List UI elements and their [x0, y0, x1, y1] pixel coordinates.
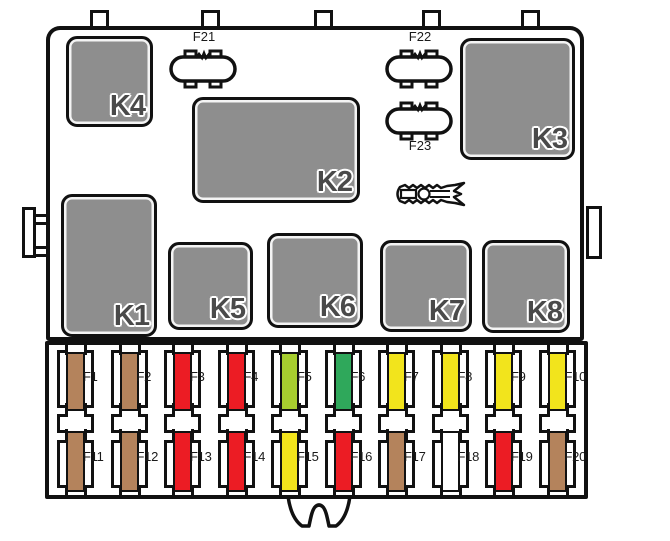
bottom-mounting-tab	[286, 495, 352, 528]
relay-label: K7	[428, 295, 465, 328]
relay-k8: K8	[482, 240, 570, 333]
fuse-column: F7 F17	[370, 345, 426, 495]
relay-label: K8	[526, 296, 563, 329]
fuse-label: F18	[457, 449, 480, 464]
fuse-label: F11	[83, 449, 104, 464]
relay-label: K2	[316, 166, 353, 199]
fuse-neck	[546, 345, 569, 355]
fuse-label: F8	[457, 369, 473, 384]
fuse-f13	[173, 431, 192, 492]
fuse-f17	[387, 431, 406, 492]
maxi-fuse-f21	[169, 49, 237, 89]
relay-k4: K4	[66, 36, 153, 127]
fuse-neck	[386, 345, 408, 355]
fuse-f9	[494, 352, 513, 411]
fuse-f19	[494, 431, 513, 492]
fuse-neck	[279, 345, 301, 355]
fuse-column: F10 F20	[531, 345, 587, 495]
fuse-column: F9 F19	[477, 345, 533, 495]
fuse-grid: F1 F11 F2 F12 F3 F13 F4 F14	[49, 345, 587, 495]
fuse-label: F16	[350, 449, 373, 464]
fuse-label: F17	[404, 449, 426, 464]
fuse-label: F20	[564, 449, 587, 464]
fuse-neck	[225, 345, 248, 355]
fuse-f5	[280, 352, 299, 411]
fuse-neck	[172, 345, 194, 355]
fuse-neck	[332, 345, 355, 355]
maxi-fuse-label-f23: F23	[408, 138, 432, 153]
fuse-f4	[226, 352, 246, 411]
relay-k2: K2	[192, 97, 360, 203]
relay-k5: K5	[168, 242, 253, 330]
maxi-fuse-label-f22: F22	[408, 29, 432, 44]
fuse-f12	[119, 431, 139, 492]
fuse-label: F1	[83, 369, 98, 384]
maxi-fuse-f23	[385, 101, 453, 141]
relay-label: K1	[113, 300, 150, 333]
fuse-label: F12	[136, 449, 159, 464]
fuse-f11	[66, 431, 85, 492]
fuse-label: F13	[190, 449, 212, 464]
fuse-column: F8 F18	[424, 345, 480, 495]
maxi-fuse-label-f21: F21	[192, 29, 216, 44]
fuse-f2	[119, 352, 139, 411]
fuse-neck	[65, 345, 87, 355]
fuse-column: F5 F15	[263, 345, 319, 495]
relay-label: K3	[531, 123, 568, 156]
relay-label: K4	[109, 90, 146, 123]
fuse-label: F15	[297, 449, 319, 464]
left-side-tab	[22, 207, 36, 258]
fuse-f15	[280, 431, 299, 492]
fuse-neck	[118, 345, 141, 355]
fuse-label: F6	[350, 369, 366, 384]
fuse-label: F19	[511, 449, 533, 464]
fuse-label: F3	[190, 369, 205, 384]
relay-k7: K7	[380, 240, 472, 332]
fuse-column: F4 F14	[210, 345, 266, 495]
fuse-column: F2 F12	[103, 345, 159, 495]
fuse-f7	[387, 352, 406, 411]
fuse-f6	[333, 352, 353, 411]
fuse-f3	[173, 352, 192, 411]
fuse-f14	[226, 431, 246, 492]
fuse-label: F10	[564, 369, 587, 384]
right-side-tab	[586, 206, 602, 259]
relay-k6: K6	[267, 233, 363, 328]
fuse-f8	[440, 352, 460, 411]
fuse-label: F5	[297, 369, 312, 384]
maxi-fuse-f22	[385, 49, 453, 89]
fuse-f16	[333, 431, 353, 492]
fuse-f20	[547, 431, 567, 492]
relay-k3: K3	[460, 38, 575, 160]
relay-label: K6	[319, 291, 356, 324]
fuse-column: F1 F11	[49, 345, 104, 495]
relay-label: K5	[209, 293, 246, 326]
relay-k1: K1	[61, 194, 157, 337]
fuse-label: F4	[243, 369, 259, 384]
fuse-f10	[547, 352, 567, 411]
fuse-label: F9	[511, 369, 526, 384]
fuse-column: F6 F16	[317, 345, 373, 495]
fuse-label: F7	[404, 369, 419, 384]
fuse-column: F3 F13	[156, 345, 212, 495]
fuse-label: F2	[136, 369, 152, 384]
fuse-puller-icon	[396, 181, 466, 207]
fuse-f1	[66, 352, 85, 411]
fuse-neck	[439, 345, 462, 355]
fuse-neck	[493, 345, 515, 355]
fuse-f18	[440, 431, 460, 492]
fuse-label: F14	[243, 449, 266, 464]
